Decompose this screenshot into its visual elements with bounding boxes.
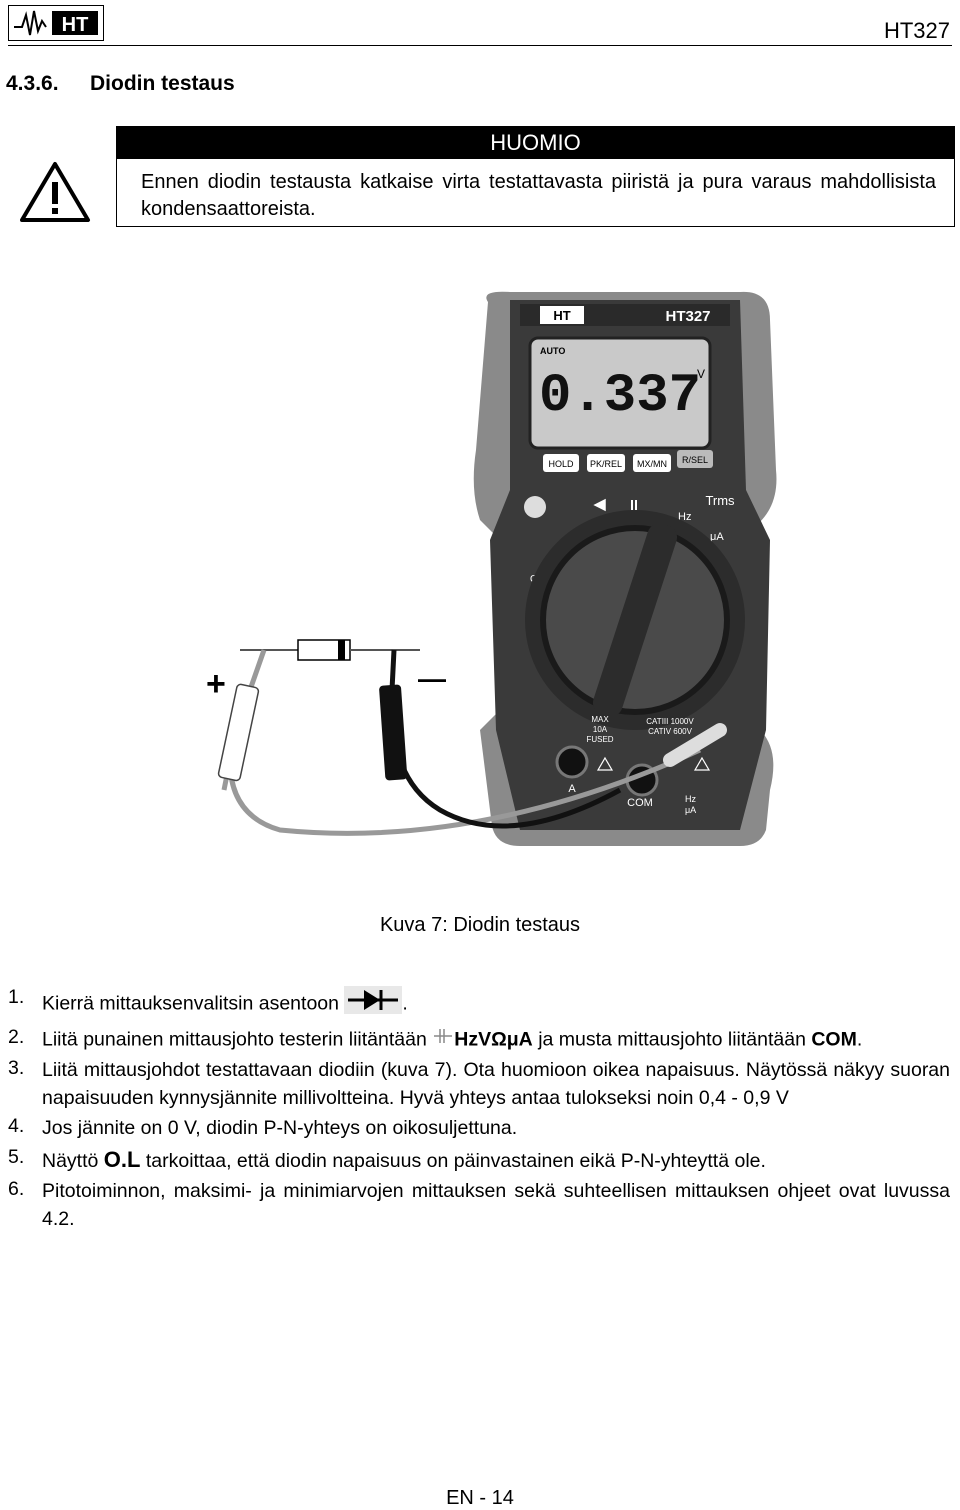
com-label: COM — [811, 1027, 857, 1050]
step-text: Pitotoiminnon, maksimi- ja minimiarvojen… — [42, 1180, 950, 1230]
step-2: 2. Liitä punainen mittausjohto testerin … — [8, 1026, 950, 1055]
dial-hz: Hz — [678, 511, 691, 523]
section-title: 4.3.6. Diodin testaus — [6, 72, 235, 96]
warning-text: Ennen diodin testausta katkaise virta te… — [141, 171, 936, 220]
term-ua-label: μA — [685, 805, 696, 815]
meter-buttons: HOLD PK/REL MX/MN R/SEL — [543, 450, 713, 472]
plus-sign: + — [206, 665, 226, 703]
step-text-end: . — [856, 1027, 863, 1050]
step-number: 6. — [8, 1178, 25, 1200]
warning-heading: HUOMIO — [117, 127, 954, 159]
step-text: Liitä mittausjohdot testattavaan diodiin… — [42, 1059, 950, 1109]
lcd-unit: V — [697, 367, 705, 381]
step-text-2: tarkoittaa, että diodin napaisuus on päi… — [145, 1149, 766, 1172]
button-mxmn: MX/MN — [637, 459, 667, 469]
term-cat-2: CATIV 600V — [648, 727, 693, 736]
meter-brand: HT — [553, 308, 570, 323]
section-number: 4.3.6. — [6, 72, 59, 95]
button-hold: HOLD — [548, 459, 574, 469]
diode-symbol-icon — [344, 986, 403, 1023]
step-3: 3. Liitä mittausjohdot testattavaan diod… — [8, 1057, 950, 1112]
page-number: EN - 14 — [446, 1487, 514, 1509]
minus-sign: — — [418, 663, 446, 694]
terminal-a — [555, 745, 589, 779]
button-pkrel: PK/REL — [590, 459, 622, 469]
term-a-label: A — [568, 783, 576, 795]
dial-ua: μA — [710, 531, 724, 543]
multimeter-figure: HT HT327 AUTO 0.337 V HOLD PK/REL MX/MN … — [180, 290, 780, 855]
ht-logo-icon: HT — [7, 4, 105, 46]
step-text: Jos jännite on 0 V, diodin P-N-yhteys on… — [42, 1117, 518, 1139]
term-max-1: MAX — [591, 715, 609, 724]
steps-list: 1. Kierrä mittauksenvalitsin asentoon . … — [8, 986, 950, 1236]
overload-label: O.L — [103, 1146, 141, 1172]
header-rule — [8, 45, 952, 46]
step-text: Liitä punainen mittausjohto testerin lii… — [42, 1027, 427, 1050]
step-4: 4. Jos jännite on 0 V, diodin P-N-yhteys… — [8, 1115, 950, 1143]
step-number: 4. — [8, 1115, 25, 1137]
figure-caption: Kuva 7: Diodin testaus — [379, 914, 581, 936]
meter-model: HT327 — [665, 308, 710, 325]
step-6: 6. Pitotoiminnon, maksimi- ja minimiarvo… — [8, 1178, 950, 1233]
logo-text: HT — [62, 14, 89, 36]
term-max-2: 10A — [593, 725, 608, 734]
lcd-value: 0.337 — [539, 366, 701, 427]
lcd-display — [528, 336, 712, 450]
terminal-label: HzVΩμA — [454, 1027, 533, 1050]
step-text-end: . — [402, 992, 408, 1015]
lcd-auto: AUTO — [540, 346, 565, 356]
warning-box: HUOMIO Ennen diodin testausta katkaise v… — [116, 126, 955, 227]
step-5: 5. Näyttö O.L tarkoittaa, että diodin na… — [8, 1146, 950, 1176]
term-cat-1: CATIII 1000V — [646, 717, 694, 726]
step-1: 1. Kierrä mittauksenvalitsin asentoon . — [8, 986, 950, 1023]
dial-trms: Trms — [705, 493, 735, 508]
term-max-3: FUSED — [586, 735, 613, 744]
section-title-text: Diodin testaus — [90, 72, 235, 95]
step-number: 1. — [8, 986, 25, 1008]
term-hz-label: Hz — [685, 794, 696, 804]
step-number: 5. — [8, 1145, 25, 1168]
step-number: 2. — [8, 1025, 25, 1048]
step-text: Näyttö — [42, 1149, 99, 1172]
header-model: HT327 — [883, 18, 950, 43]
warning-triangle-icon — [18, 160, 92, 229]
button-rsel: R/SEL — [682, 455, 708, 465]
step-text-2: ja musta mittausjohto liitäntään — [538, 1027, 806, 1050]
capacitor-diode-symbol-icon — [432, 1026, 454, 1055]
step-number: 3. — [8, 1057, 25, 1079]
term-com-label: COM — [627, 797, 653, 809]
multimeter-illustration: HT HT327 AUTO 0.337 V HOLD PK/REL MX/MN … — [206, 291, 777, 846]
step-text: Kierrä mittauksenvalitsin asentoon — [42, 992, 339, 1015]
